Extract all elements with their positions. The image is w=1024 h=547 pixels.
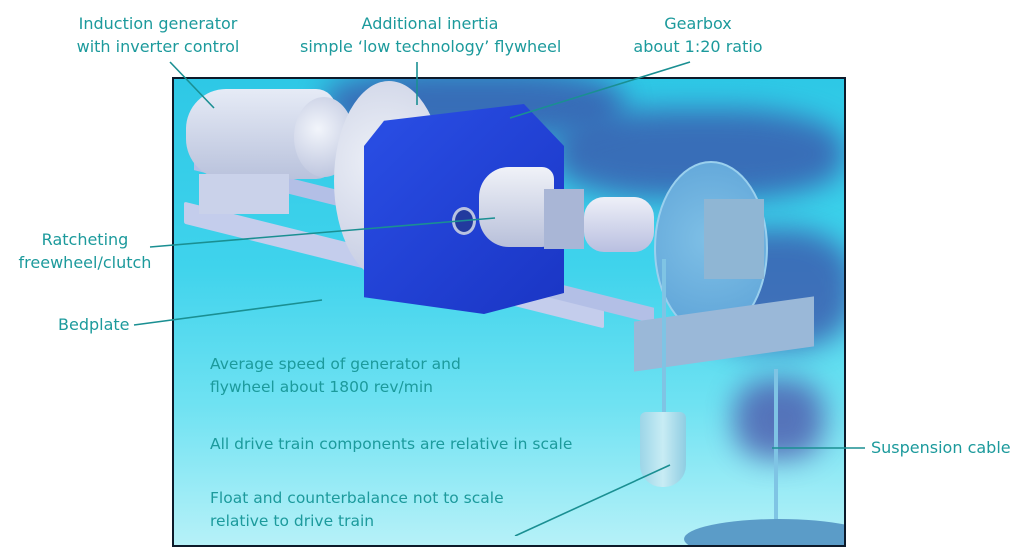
label-flywheel: Additional inertia simple ‘low technolog… [300, 12, 562, 58]
label-line: freewheel/clutch [18, 253, 152, 272]
note-line: flywheel about 1800 rev/min [210, 378, 433, 396]
counterbalance-cable [662, 259, 666, 429]
note-line: relative to drive train [210, 512, 375, 530]
counterweight [640, 412, 686, 487]
background-blur [734, 379, 824, 459]
label-line: Ratcheting [41, 230, 129, 249]
label-line: Induction generator [78, 14, 238, 33]
gearbox-shaft-port [452, 207, 476, 235]
note-relative-scale: All drive train components are relative … [210, 433, 572, 456]
bearing-block [544, 189, 584, 249]
note-average-speed: Average speed of generator and flywheel … [210, 353, 461, 399]
label-line: Additional inertia [361, 14, 499, 33]
float [684, 519, 844, 545]
label-line: Gearbox [664, 14, 732, 33]
note-line: All drive train components are relative … [210, 435, 573, 453]
label-line: with inverter control [76, 37, 240, 56]
label-gearbox: Gearbox about 1:20 ratio [628, 12, 768, 58]
drive-train-illustration: Average speed of generator and flywheel … [172, 77, 846, 547]
generator-foot [199, 174, 289, 214]
note-line: Average speed of generator and [210, 355, 461, 373]
label-induction-generator: Induction generator with inverter contro… [70, 12, 246, 58]
label-ratcheting-freewheel: Ratcheting freewheel/clutch [14, 228, 156, 274]
shaft-coupling [584, 197, 654, 252]
label-suspension-cable: Suspension cable [871, 438, 1011, 457]
drum-bearing-block [704, 199, 764, 279]
label-line: simple ‘low technology’ flywheel [300, 37, 562, 56]
suspension-cable [774, 369, 778, 545]
ratcheting-clutch [479, 167, 554, 247]
label-bedplate: Bedplate [58, 315, 130, 334]
note-float-scale: Float and counterbalance not to scale re… [210, 487, 504, 533]
note-line: Float and counterbalance not to scale [210, 489, 504, 507]
label-line: about 1:20 ratio [633, 37, 763, 56]
